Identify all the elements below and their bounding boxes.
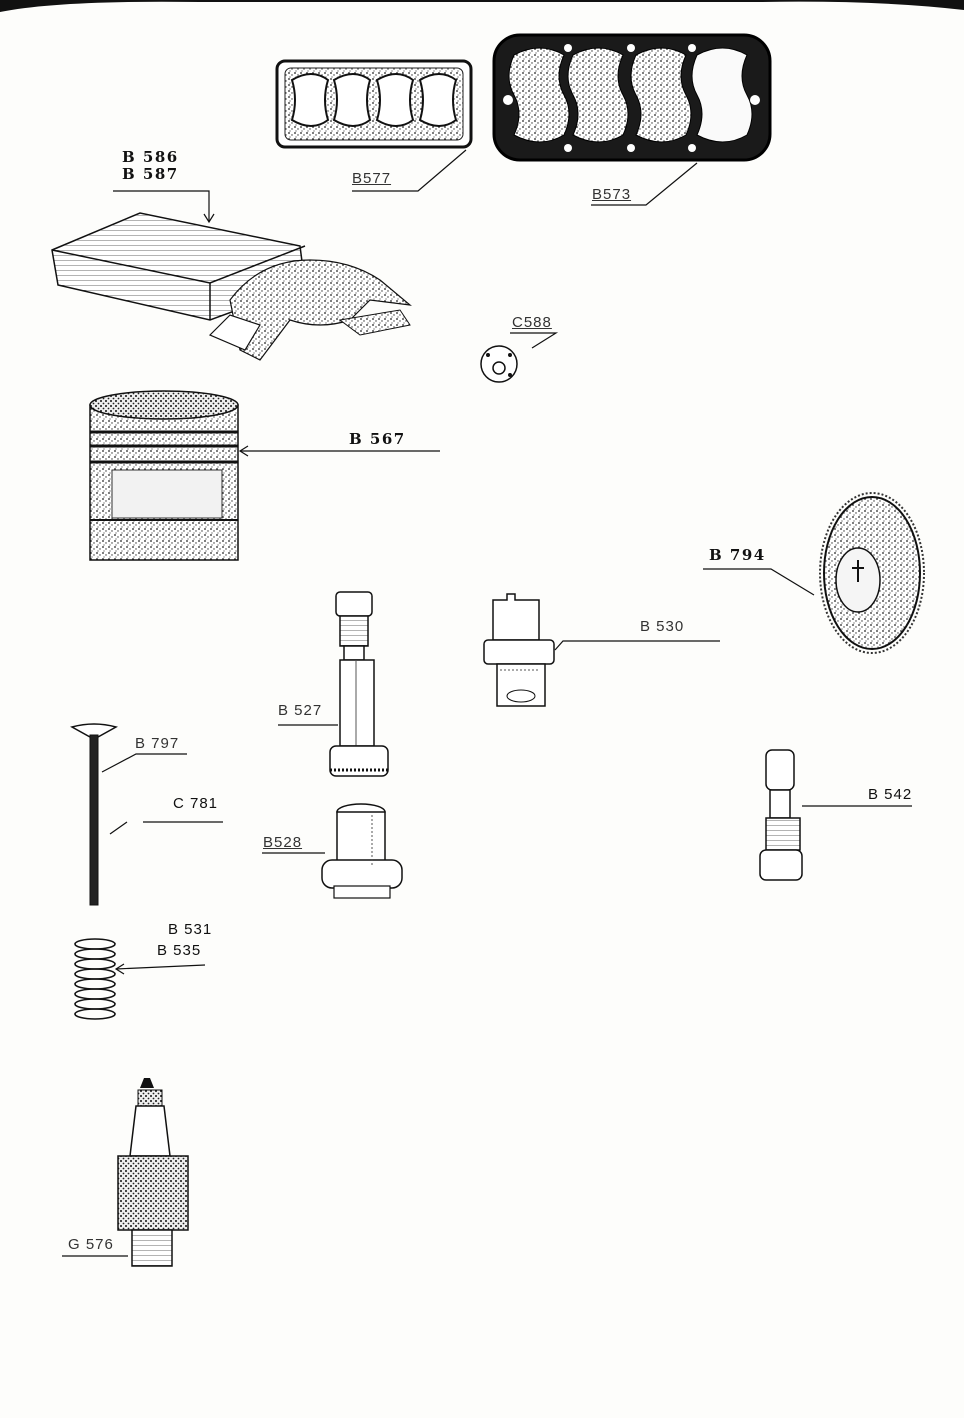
tappet-b527 — [329, 591, 389, 777]
part-label-c588: C588 — [512, 314, 552, 331]
piston-b567 — [89, 390, 239, 561]
part-label-b531: B 531 — [168, 921, 213, 938]
part-label-b587: B 587 — [122, 165, 179, 183]
spark-plug-g576 — [117, 1078, 189, 1267]
stud-b542 — [759, 749, 803, 881]
valve-spring-b531-b535 — [74, 938, 116, 1020]
valve-b797 — [70, 723, 118, 906]
gasket-set-b586-b587 — [51, 212, 412, 361]
leader-b573 — [591, 162, 698, 206]
part-label-g576: G 576 — [68, 1236, 114, 1253]
cylinder-head-gasket-b577 — [275, 59, 473, 149]
part-label-b794: B 794 — [709, 546, 766, 564]
spacer-c588 — [480, 345, 518, 383]
leader-c781 — [109, 821, 223, 835]
leader-b794 — [703, 568, 815, 596]
cylinder-head-gasket-b573 — [492, 33, 772, 162]
page-edge-shadow — [0, 0, 964, 12]
leader-b797 — [101, 753, 187, 773]
part-label-b797: B 797 — [135, 735, 180, 752]
part-label-b577: B577 — [352, 170, 392, 187]
timing-gear-b794 — [819, 492, 925, 654]
tappet-guide-b528 — [321, 803, 403, 899]
leader-b530 — [554, 640, 720, 651]
valve-guide-b530 — [483, 593, 555, 707]
part-label-c781: C 781 — [173, 795, 219, 812]
leader-c588 — [510, 332, 559, 349]
part-label-b567: B 567 — [349, 430, 406, 448]
part-label-b573: B573 — [592, 186, 632, 203]
part-label-b542: B 542 — [868, 786, 913, 803]
leader-b586 — [113, 190, 210, 222]
part-label-b528: B528 — [263, 834, 303, 851]
part-label-b530: B 530 — [640, 618, 685, 635]
leader-b577 — [352, 149, 467, 192]
part-label-b535: B 535 — [157, 942, 202, 959]
leader-b531 — [115, 964, 206, 970]
part-label-b586: B 586 — [122, 148, 179, 166]
part-label-b527: B 527 — [278, 702, 323, 719]
